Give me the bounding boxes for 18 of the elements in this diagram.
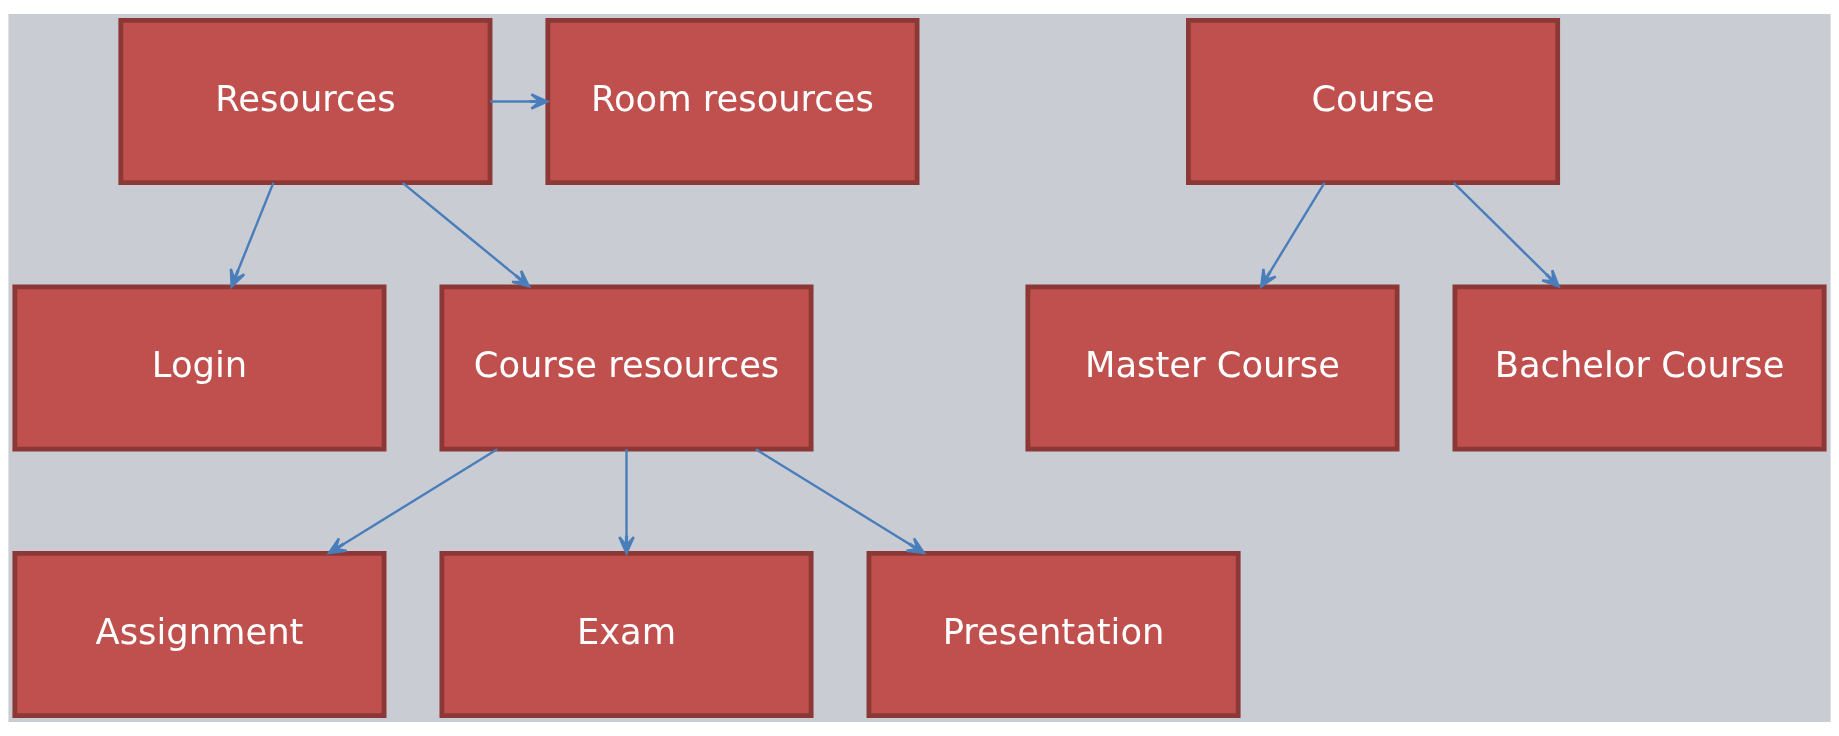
- node-box: Room resources: [545, 18, 920, 185]
- node-box: Bachelor Course: [1452, 284, 1827, 452]
- node-box: Course: [1186, 18, 1561, 185]
- arrow: [229, 182, 275, 288]
- node-box: Assignment: [12, 551, 387, 718]
- arrow: [401, 181, 531, 288]
- node-box: Presentation: [866, 551, 1241, 718]
- node-box: Course resources: [439, 284, 814, 452]
- node-box: Login: [12, 284, 387, 452]
- arrow: [1260, 182, 1326, 288]
- arrow: [490, 93, 549, 110]
- arrow: [327, 448, 498, 555]
- arrow: [1452, 181, 1560, 288]
- node-box: Resources: [118, 18, 493, 185]
- node-box: Exam: [439, 551, 814, 718]
- arrow: [618, 449, 635, 555]
- node-box: Master Course: [1025, 284, 1400, 452]
- arrow: [755, 448, 926, 555]
